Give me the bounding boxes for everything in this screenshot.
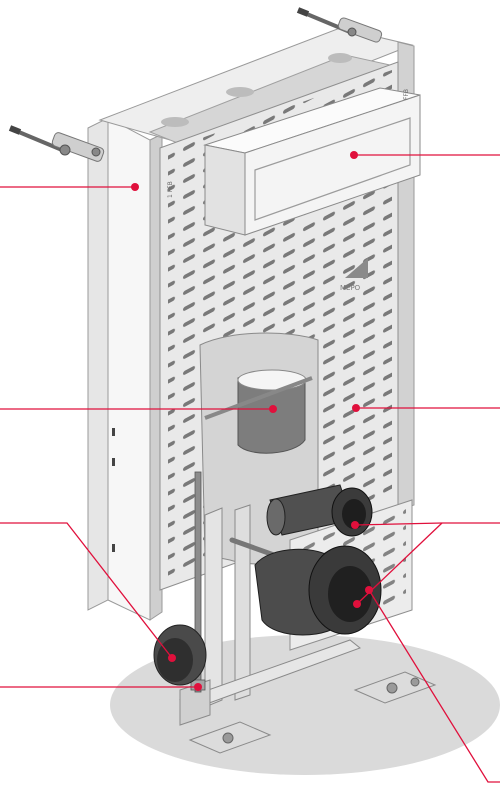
left-upright: [204, 507, 223, 708]
base-bolt-right: [386, 682, 398, 694]
wall-anchor-right: [296, 7, 383, 43]
callout-dot-pipe-mount: [269, 405, 277, 413]
left-rail-back: [87, 117, 109, 611]
callout-dot-threaded-rod: [194, 683, 202, 691]
callout-dot-cistern: [350, 151, 358, 159]
ffb-label-left: 1 FFB: [167, 181, 174, 198]
callout-dot-drain-socket: [168, 654, 176, 662]
top-hole-1: [161, 117, 189, 127]
cistern-front: [204, 144, 246, 236]
pan-mount-bar: [204, 376, 313, 420]
brand-logo-mark: [345, 258, 368, 278]
inlet-pipe-end-back: [266, 498, 286, 536]
base-bolt-left: [222, 732, 234, 744]
callout-base-plate-line: [368, 589, 500, 783]
callout-dot-side-frame: [131, 183, 139, 191]
top-hole-2: [226, 87, 254, 97]
mid-upright: [234, 504, 251, 701]
rail-mark-3: [112, 544, 115, 552]
drain-socket-inner: [328, 566, 372, 622]
threaded-rod: [194, 471, 202, 693]
pan-mount-hole: [237, 369, 307, 391]
rail-mark-1: [112, 428, 115, 436]
top-hole-3: [328, 53, 352, 63]
callout-drain-socket-line: [0, 522, 173, 659]
ffb-label-right: FFB: [403, 89, 410, 100]
base-bolt-right-2: [410, 677, 420, 687]
callout-dot-base-plate: [365, 586, 373, 594]
callout-dot-perforated-panel: [352, 404, 360, 412]
callout-dot-drain-elbow: [353, 600, 361, 608]
wall-anchor-left: [8, 125, 105, 162]
callout-dot-inlet-pipe: [351, 521, 359, 529]
rail-mark-2: [112, 458, 115, 466]
brand-logo-text: MEPO: [340, 284, 361, 292]
inlet-pipe-socket-inner: [342, 499, 366, 529]
cistern-face: [244, 94, 421, 236]
cistern-panel-recess: [254, 117, 411, 221]
